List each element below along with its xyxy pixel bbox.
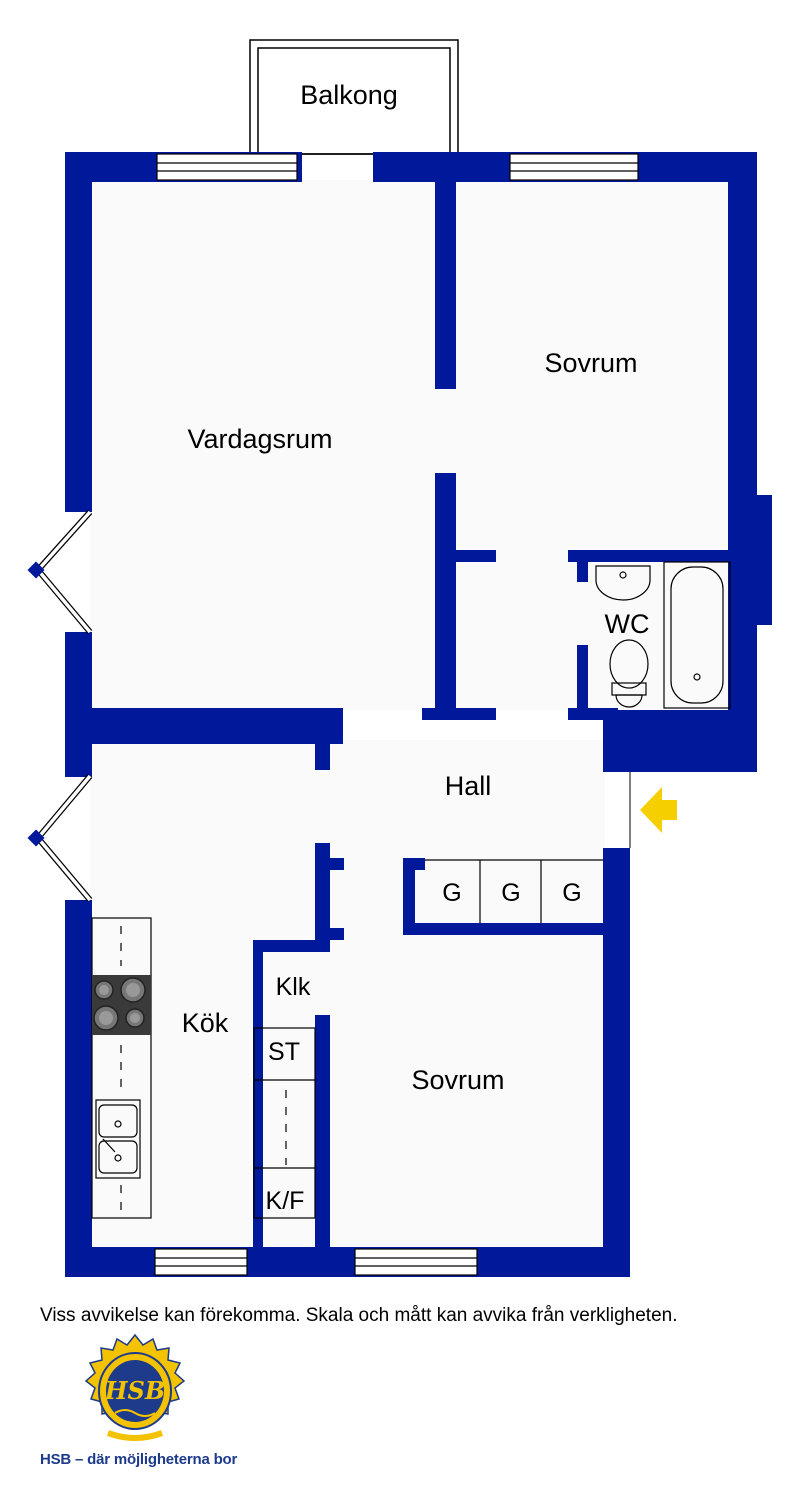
room-label-kf: K/F — [266, 1187, 305, 1215]
stove — [92, 975, 151, 1035]
disclaimer-text: Viss avvikelse kan förekomma. Skala och … — [40, 1305, 678, 1326]
room-label-st: ST — [268, 1038, 300, 1066]
room-label-sovrum-bottom: Sovrum — [411, 1065, 504, 1095]
kitchen-counter — [91, 917, 316, 1219]
wardrobe-dividers — [425, 859, 603, 923]
room-label-wc: WC — [605, 609, 650, 639]
sink — [95, 1099, 141, 1179]
bathroom-fixtures — [595, 561, 731, 709]
hsb-logo: HSB — [84, 1333, 186, 1441]
wardrobe-label-2: G — [501, 879, 520, 907]
wardrobe-label-1: G — [442, 879, 461, 907]
room-label-balkong: Balkong — [300, 80, 398, 110]
room-label-hall: Hall — [445, 771, 492, 801]
room-label-kok: Kök — [182, 1008, 229, 1038]
bay-window-corners — [27, 561, 45, 847]
room-label-klk: Klk — [276, 973, 311, 1001]
wardrobe-label-3: G — [562, 879, 581, 907]
logo-tagline: HSB – där möjligheterna bor — [40, 1451, 238, 1468]
room-label-vardagsrum: Vardagsrum — [187, 424, 332, 454]
room-label-sovrum-top: Sovrum — [544, 348, 637, 378]
balcony-railing — [249, 39, 459, 155]
floor-plan: Balkong Vardagsrum Sovrum WC Hall Kök Kl… — [27, 39, 772, 1277]
logo-text: HSB — [104, 1376, 165, 1405]
floor-area — [90, 40, 730, 1250]
entrance-arrow-icon — [640, 787, 677, 833]
